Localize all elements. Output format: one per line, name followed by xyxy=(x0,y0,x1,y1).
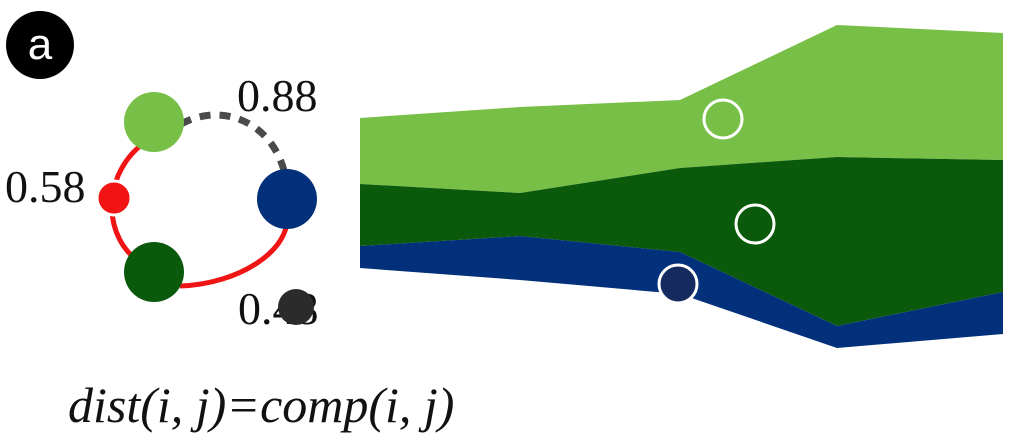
node-dark-green xyxy=(124,242,184,302)
edge-red-bottom xyxy=(179,215,290,289)
stream-band-dark-green xyxy=(360,157,1003,326)
edge-label-0-88: 0.88 xyxy=(237,70,318,121)
stream-band-light-green xyxy=(360,25,1003,193)
red-marker-dot xyxy=(95,179,133,217)
panel-label: a xyxy=(28,20,53,69)
dark-marker-dot xyxy=(278,289,314,325)
stream-marker-light xyxy=(702,98,744,140)
edge-label-0-58: 0.58 xyxy=(5,161,86,212)
stream-marker-navy xyxy=(657,263,699,305)
distance-formula: dist(i, j)=comp(i, j) xyxy=(68,377,455,433)
edge-dashed-top xyxy=(179,111,291,187)
node-light-green xyxy=(124,92,184,152)
node-ring xyxy=(109,92,317,302)
stream-marker-dark xyxy=(734,203,776,245)
node-navy xyxy=(257,169,317,229)
streamgraph xyxy=(360,25,1003,348)
panel-badge: a xyxy=(6,11,74,79)
